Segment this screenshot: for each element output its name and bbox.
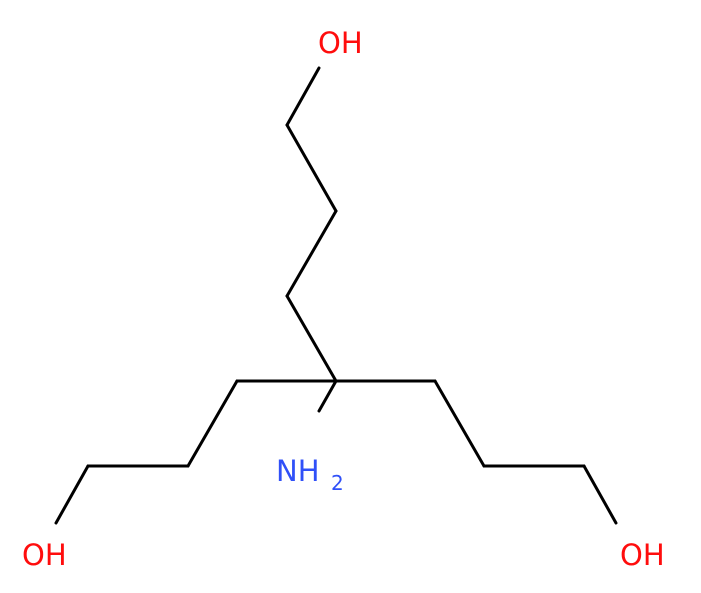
- right-chain: [334, 379, 618, 525]
- bond: [285, 294, 338, 383]
- bond: [285, 209, 338, 298]
- left-chain: [54, 379, 338, 525]
- hydroxyl-right-label: OH: [620, 538, 665, 572]
- bond: [582, 464, 618, 525]
- bond: [433, 379, 486, 468]
- bond: [186, 379, 239, 468]
- bond: [54, 464, 90, 525]
- top-chain: [285, 66, 338, 383]
- amine-bond: [317, 379, 338, 413]
- amine-label: NH 2: [276, 454, 344, 495]
- amine-subscript-label: 2: [331, 471, 344, 495]
- bond: [285, 66, 321, 127]
- amine-main-label: NH: [276, 454, 320, 488]
- hydroxyl-top-label: OH: [318, 26, 363, 60]
- bond: [285, 123, 338, 213]
- hydroxyl-left-label: OH: [22, 538, 67, 572]
